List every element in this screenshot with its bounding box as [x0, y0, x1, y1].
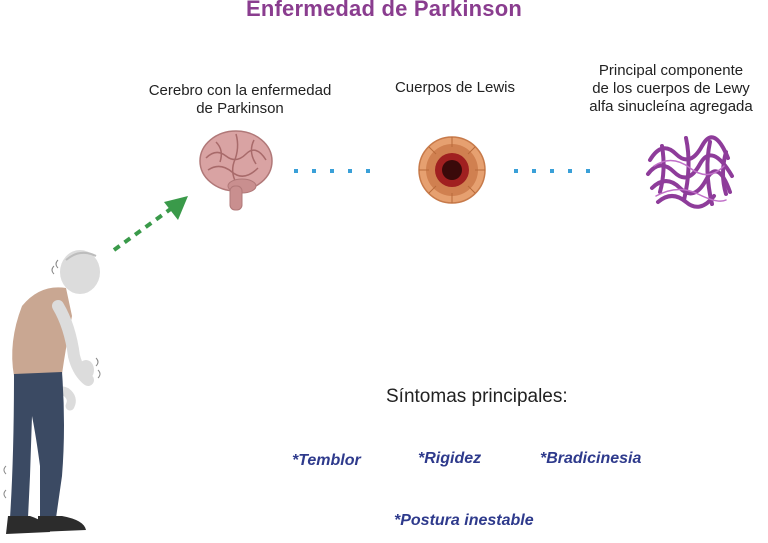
- brain-icon: [199, 130, 273, 211]
- protein-label: Principal componente de los cuerpos de L…: [589, 62, 753, 115]
- symptom-tremor: *Temblor: [292, 452, 361, 469]
- lewy-bodies-label: Cuerpos de Lewis: [394, 79, 516, 96]
- protein-aggregate-icon: [646, 135, 734, 209]
- symptom-rigidity: *Rigidez: [418, 450, 482, 467]
- connector-dots-1: [294, 169, 370, 173]
- symptoms-heading: Síntomas principales:: [386, 386, 568, 407]
- symptom-postural-instability: *Postura inestable: [394, 512, 534, 529]
- symptom-bradykinesia: *Bradicinesia: [540, 450, 642, 467]
- brain-label: Cerebro con la enfermedad de Parkinson: [148, 82, 332, 117]
- diagram-title: Enfermedad de Parkinson: [245, 0, 522, 21]
- arrow-icon: [112, 196, 188, 252]
- person-icon: [3, 250, 101, 534]
- lewy-body-icon: [418, 136, 486, 204]
- connector-dots-2: [514, 169, 590, 173]
